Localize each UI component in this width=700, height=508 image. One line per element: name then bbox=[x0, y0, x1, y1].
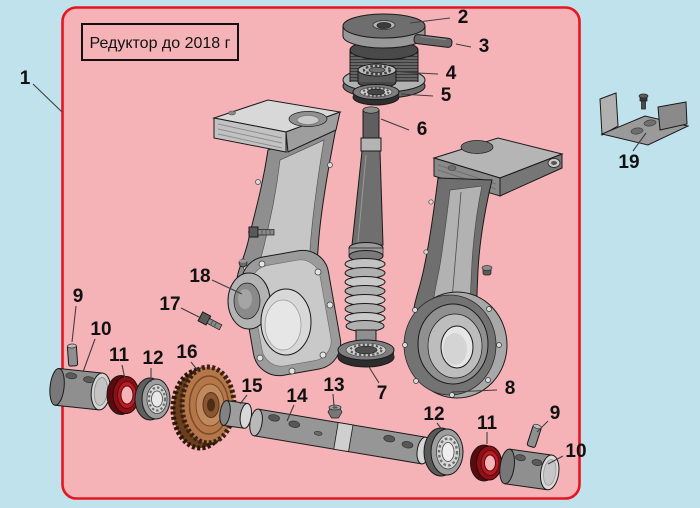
callout-number-3: 3 bbox=[479, 36, 490, 57]
leader-line-8 bbox=[451, 389, 498, 393]
callout-number-19: 19 bbox=[618, 152, 639, 173]
callout-number-10: 10 bbox=[565, 441, 586, 462]
callout-number-7: 7 bbox=[377, 383, 388, 404]
bracket-part-19 bbox=[599, 92, 690, 146]
bearing-part-7 bbox=[337, 339, 395, 368]
leader-line-13 bbox=[332, 393, 335, 407]
callout-number-15: 15 bbox=[241, 376, 263, 397]
leader-line-16 bbox=[190, 361, 200, 373]
worm-shaft-part-6 bbox=[344, 106, 386, 353]
left-housing-part-18 bbox=[212, 99, 342, 377]
leader-line-7 bbox=[368, 366, 380, 384]
leader-line-17 bbox=[180, 307, 202, 319]
leader-line-9 bbox=[536, 420, 549, 433]
pin-part-9-left bbox=[66, 343, 79, 367]
leader-line-10 bbox=[82, 338, 96, 373]
callout-number-1: 1 bbox=[20, 68, 31, 89]
bushing-part-10-right bbox=[499, 448, 560, 491]
leader-line-18 bbox=[211, 279, 243, 295]
callout-number-11: 11 bbox=[477, 413, 498, 434]
bearing-part-12-right bbox=[423, 427, 464, 477]
right-housing-part-8 bbox=[402, 137, 564, 399]
leader-line-1 bbox=[32, 83, 63, 113]
callout-number-11: 11 bbox=[109, 345, 130, 366]
bolt-part-17 bbox=[197, 311, 223, 331]
leader-line-3 bbox=[455, 43, 472, 48]
callout-number-16: 16 bbox=[176, 342, 197, 363]
leader-line-10 bbox=[547, 455, 564, 465]
leader-line-19 bbox=[632, 132, 647, 152]
callout-number-14: 14 bbox=[286, 386, 308, 407]
callout-number-8: 8 bbox=[505, 378, 516, 399]
leader-line-14 bbox=[286, 404, 295, 422]
bolt-upper-left-housing bbox=[248, 226, 275, 238]
leader-line-15 bbox=[239, 394, 248, 405]
leader-line-5 bbox=[400, 93, 434, 97]
seal-part-11-right bbox=[470, 444, 502, 482]
callout-number-13: 13 bbox=[323, 375, 344, 396]
callout-number-5: 5 bbox=[441, 85, 452, 106]
nut-part-13 bbox=[327, 404, 343, 419]
leader-line-4 bbox=[397, 71, 439, 75]
callout-number-2: 2 bbox=[458, 7, 469, 28]
callout-number-9: 9 bbox=[73, 286, 84, 307]
bushing-part-10-left bbox=[49, 367, 111, 411]
callout-number-18: 18 bbox=[189, 266, 210, 287]
leader-line-9 bbox=[71, 305, 77, 343]
seal-part-11-left bbox=[106, 375, 140, 415]
callout-number-4: 4 bbox=[446, 63, 457, 84]
plug-right-housing bbox=[481, 265, 493, 276]
spacer-part-15 bbox=[219, 400, 253, 429]
leader-line-12 bbox=[436, 422, 444, 432]
callout-number-12: 12 bbox=[423, 404, 444, 425]
bracket-bolt bbox=[638, 93, 649, 110]
bearing-part-4 bbox=[357, 63, 397, 89]
leader-line-2 bbox=[409, 17, 451, 24]
key-pin-part-3 bbox=[413, 34, 453, 48]
leader-line-6 bbox=[380, 118, 410, 131]
title-box: Редуктор до 2018 г bbox=[81, 23, 239, 61]
title-label: Редуктор до 2018 г bbox=[90, 35, 231, 52]
leader-line-11 bbox=[121, 364, 126, 380]
plug-left-housing bbox=[238, 258, 248, 268]
callout-number-9: 9 bbox=[550, 403, 561, 424]
callout-number-17: 17 bbox=[159, 294, 180, 315]
callout-number-12: 12 bbox=[142, 348, 163, 369]
bearing-part-5 bbox=[352, 84, 400, 106]
bearing-part-12-left bbox=[134, 377, 171, 421]
callout-number-6: 6 bbox=[417, 119, 428, 140]
callout-number-10: 10 bbox=[90, 319, 111, 340]
